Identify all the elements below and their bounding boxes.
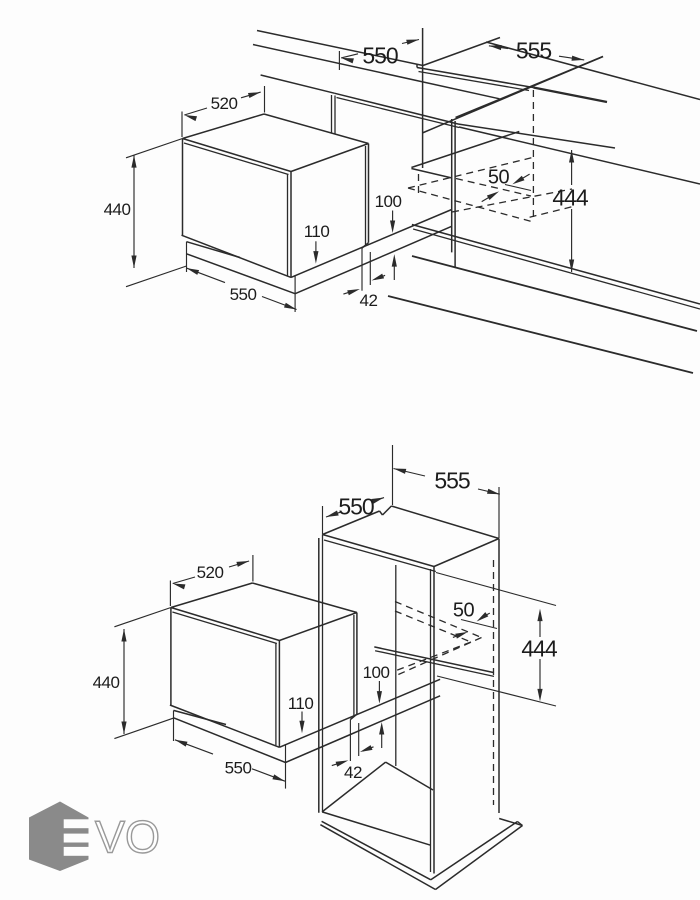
svg-text:550: 550 <box>362 42 398 68</box>
svg-text:110: 110 <box>288 694 314 713</box>
svg-text:VO: VO <box>95 812 160 863</box>
svg-text:444: 444 <box>521 635 558 661</box>
svg-text:550: 550 <box>338 493 374 519</box>
svg-text:110: 110 <box>304 222 330 241</box>
svg-text:550: 550 <box>230 285 257 304</box>
svg-text:100: 100 <box>375 192 402 211</box>
svg-text:440: 440 <box>93 673 120 692</box>
svg-text:50: 50 <box>453 600 475 622</box>
svg-text:520: 520 <box>197 563 224 582</box>
svg-text:42: 42 <box>360 291 378 310</box>
svg-text:444: 444 <box>552 184 589 210</box>
svg-text:42: 42 <box>344 763 362 782</box>
svg-text:50: 50 <box>488 167 510 189</box>
svg-text:555: 555 <box>516 37 552 63</box>
svg-text:550: 550 <box>225 759 252 778</box>
svg-text:100: 100 <box>363 663 390 682</box>
svg-text:440: 440 <box>104 200 131 219</box>
svg-text:520: 520 <box>211 94 238 113</box>
svg-text:555: 555 <box>434 467 470 493</box>
